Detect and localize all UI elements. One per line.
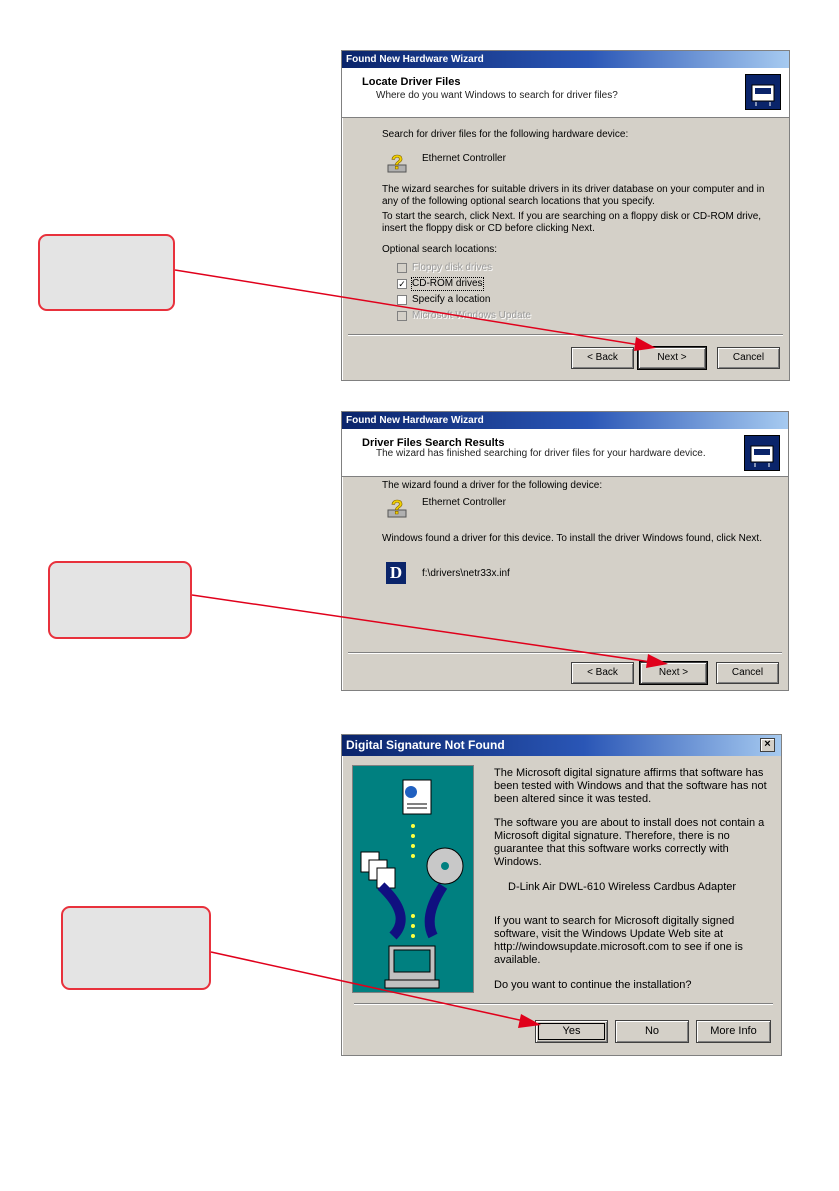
- separator: [348, 334, 783, 336]
- search-instruction: Search for driver files for the followin…: [382, 129, 629, 140]
- wizard-heading: Driver Files Search Results: [362, 437, 505, 449]
- dialog-locate-driver-files: Found New Hardware Wizard Locate Driver …: [341, 50, 790, 381]
- callout-box-1: [38, 234, 175, 311]
- dialog-titlebar: Found New Hardware Wizard: [342, 412, 788, 429]
- d-link-logo-icon: D: [386, 562, 406, 584]
- yes-button[interactable]: Yes: [535, 1020, 608, 1043]
- next-button[interactable]: Next >: [639, 661, 708, 685]
- next-button[interactable]: Next >: [637, 346, 707, 370]
- dialog-titlebar: Found New Hardware Wizard: [342, 51, 789, 68]
- wizard-description: The wizard searches for suitable drivers…: [382, 184, 765, 207]
- question-device-icon: ?: [387, 497, 407, 519]
- driver-path: f:\drivers\netr33x.inf: [422, 568, 510, 579]
- device-name: D-Link Air DWL-610 Wireless Cardbus Adap…: [508, 881, 737, 893]
- found-driver-line: The wizard found a driver for the follow…: [382, 480, 603, 491]
- arrow-to-next-2: [191, 594, 668, 668]
- windows-update-label: Microsoft Windows Update: [412, 310, 531, 321]
- wizard-subheading: Where do you want Windows to search for …: [376, 90, 618, 101]
- cdrom-checkbox[interactable]: ✓: [397, 279, 407, 289]
- question-device-icon: ?: [387, 152, 407, 174]
- continue-question: Do you want to continue the installation…: [494, 979, 692, 991]
- svg-text:?: ?: [391, 152, 403, 174]
- dialog-digital-signature: Digital Signature Not Found × The Micros…: [341, 734, 782, 1056]
- signature-illustration: [352, 765, 474, 993]
- floppy-label: Floppy disk drives: [412, 262, 493, 273]
- cancel-button[interactable]: Cancel: [716, 662, 779, 684]
- back-button[interactable]: < Back: [571, 347, 634, 369]
- signature-explanation: The Microsoft digital signature affirms …: [494, 767, 767, 805]
- specify-location-checkbox[interactable]: [397, 295, 407, 305]
- callout-box-2: [48, 561, 192, 639]
- back-button[interactable]: < Back: [571, 662, 634, 684]
- wizard-header: Driver Files Search Results The wizard h…: [342, 429, 788, 477]
- wizard-header: Locate Driver Files Where do you want Wi…: [342, 68, 789, 118]
- windows-update-info: If you want to search for Microsoft digi…: [494, 915, 743, 966]
- windows-update-checkbox[interactable]: [397, 311, 407, 321]
- specify-location-label: Specify a location: [412, 294, 491, 305]
- close-icon[interactable]: ×: [760, 738, 775, 752]
- wizard-hardware-icon: [744, 435, 780, 471]
- dialog-driver-search-results: Found New Hardware Wizard Driver Files S…: [341, 411, 789, 691]
- more-info-button[interactable]: More Info: [696, 1020, 771, 1043]
- wizard-subheading: The wizard has finished searching for dr…: [376, 448, 706, 459]
- separator: [348, 652, 782, 654]
- signature-warning: The software you are about to install do…: [494, 817, 765, 868]
- arrow-to-next-1: [174, 269, 656, 351]
- cdrom-label: CD-ROM drives: [411, 277, 484, 291]
- device-name: Ethernet Controller: [422, 153, 506, 164]
- install-instruction: Windows found a driver for this device. …: [382, 533, 762, 544]
- callout-box-3: [61, 906, 211, 990]
- wizard-heading: Locate Driver Files: [362, 76, 461, 88]
- floppy-checkbox[interactable]: [397, 263, 407, 273]
- optional-locations-label: Optional search locations:: [382, 244, 498, 255]
- cancel-button[interactable]: Cancel: [717, 347, 780, 369]
- device-name: Ethernet Controller: [422, 497, 506, 508]
- svg-text:?: ?: [391, 497, 403, 519]
- separator: [354, 1003, 773, 1005]
- no-button[interactable]: No: [615, 1020, 689, 1043]
- wizard-hardware-icon: [745, 74, 781, 110]
- arrow-to-yes: [210, 951, 541, 1028]
- dialog-titlebar: Digital Signature Not Found: [342, 735, 781, 756]
- wizard-instructions: To start the search, click Next. If you …: [382, 211, 762, 234]
